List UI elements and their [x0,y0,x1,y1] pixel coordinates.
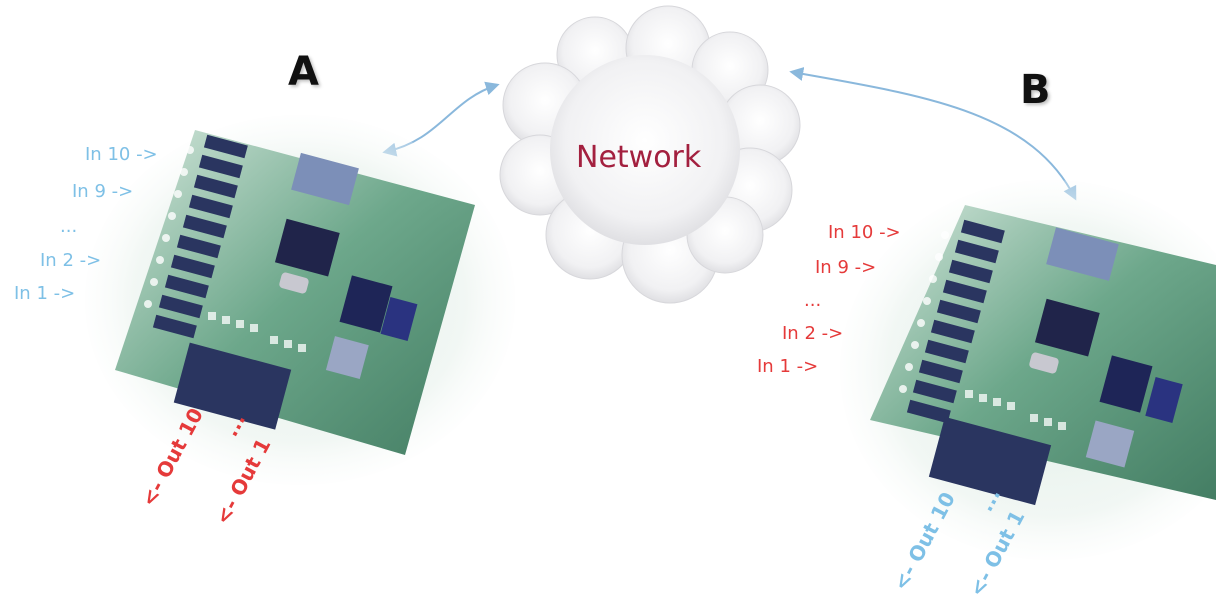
board-a-input-10: In 10 -> [85,144,158,165]
arrow-network-b [789,67,1077,201]
board-a-input-9: In 9 -> [72,181,134,202]
board-a-input-1: In 1 -> [14,283,76,304]
cloud-icon [499,5,801,304]
board-a-input-ellipsis: ... [60,216,78,237]
board-b-input-1: In 1 -> [757,356,819,377]
board-b-input-2: In 2 -> [782,323,844,344]
board-b-input-10: In 10 -> [828,222,901,243]
circuit-board-icon [85,115,515,485]
board-b-input-9: In 9 -> [815,257,877,278]
board-b-input-ellipsis: ... [804,290,822,311]
node-b-label: B [1020,67,1051,113]
board-a-input-2: In 2 -> [40,250,102,271]
circuit-board-icon [840,180,1216,560]
network-label: Network [576,140,702,175]
node-a-label: A [288,49,319,95]
